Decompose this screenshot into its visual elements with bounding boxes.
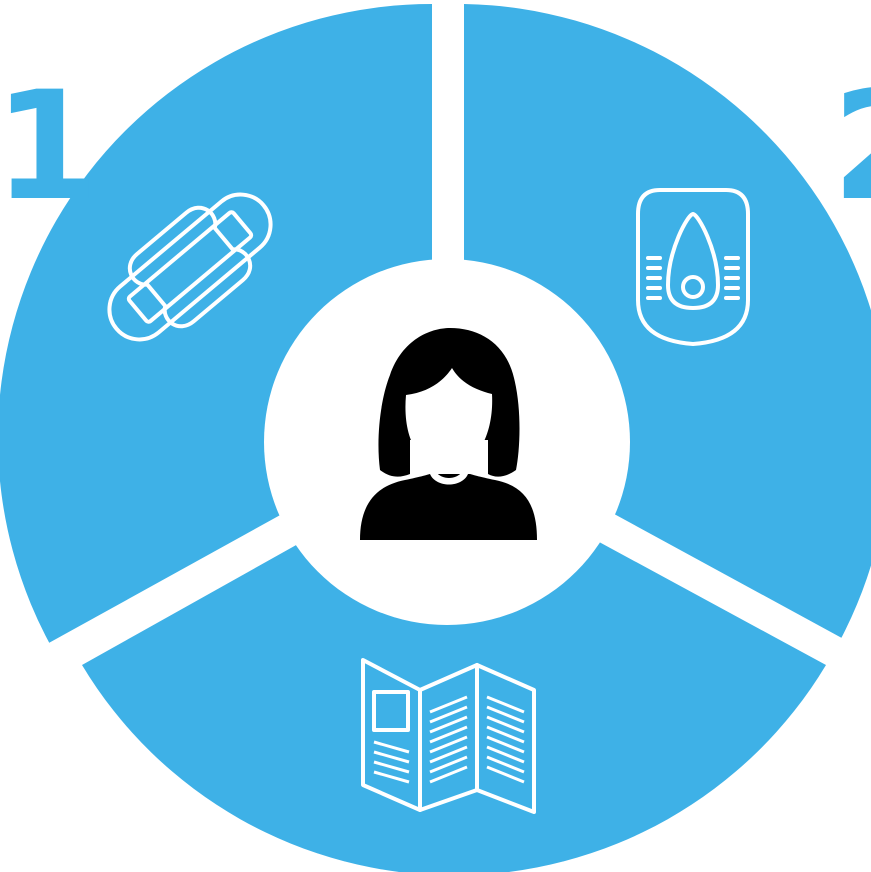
step-number-1: 1: [0, 60, 98, 234]
sanitary-pad-icon: [107, 192, 273, 342]
avatar-face: [405, 368, 493, 468]
step-number-2: 2: [832, 60, 871, 234]
folded-brochure-icon: [361, 658, 536, 814]
period-tracker-device-icon: [636, 188, 750, 346]
segment-3: [82, 460, 826, 872]
avatar-collar: [430, 472, 468, 485]
